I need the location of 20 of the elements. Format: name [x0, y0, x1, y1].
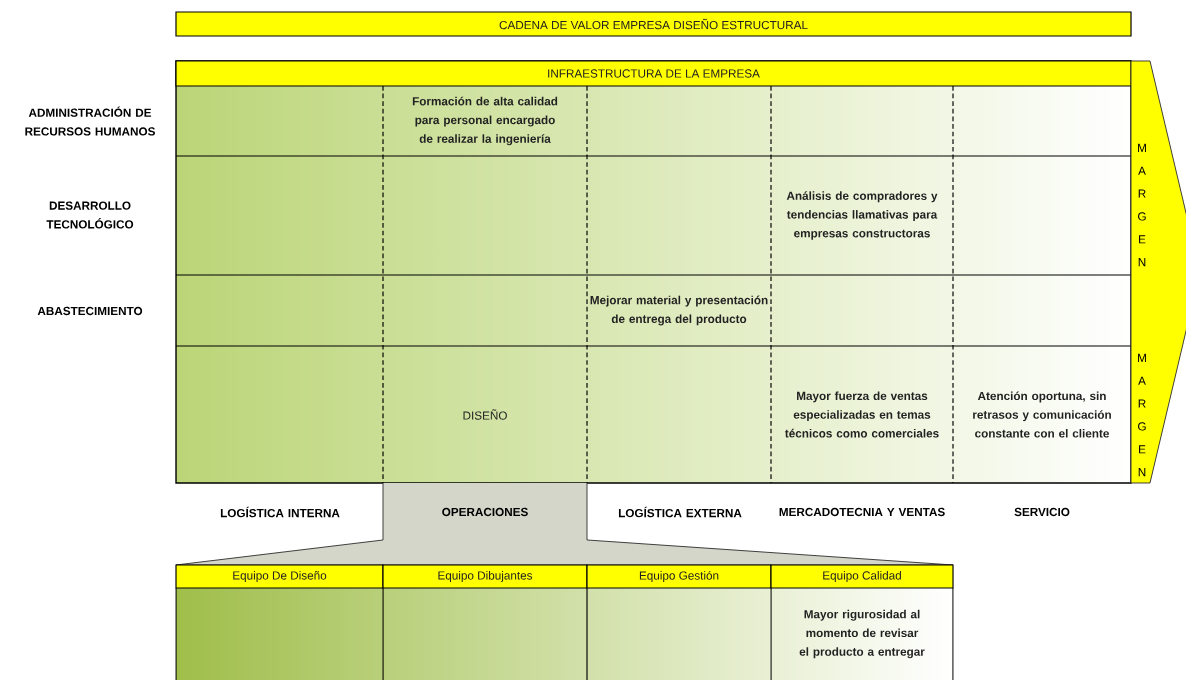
header-bar: Equipo Calidad: [770, 564, 954, 589]
axis-label: ADMINISTRACIÓN DE RECURSOS HUMANOS: [25, 106, 155, 136]
cell-text: Mayor fuerza de ventas especializadas en temas técnicos como comerciales: [785, 391, 939, 438]
axis-label: LOGÍSTICA INTERNA: [220, 506, 340, 518]
axis-label: LOGÍSTICA EXTERNA: [618, 506, 742, 518]
cell-text: Análisis de compradores y tendencias llamativas para empresas constructoras: [786, 191, 938, 240]
cell-text: Formación de alta calidad para personal encargado de realizar la ingeniería: [412, 96, 558, 146]
cell-text: DISEÑO: [463, 409, 507, 420]
header-bar: INFRAESTRUCTURA DE LA EMPRESA: [175, 60, 1132, 87]
header-bar: CADENA DE VALOR EMPRESA DISEÑO ESTRUCTURAL: [175, 11, 1132, 37]
axis-label: SERVICIO: [1014, 507, 1070, 517]
cell-text: Mayor rigurosidad al momento de revisar el producto a entregar: [799, 609, 925, 659]
header-bar: Equipo Gestión: [586, 564, 772, 589]
axis-label: DESARROLLO TECNOLÓGICO: [46, 201, 134, 229]
cell-text: Mejorar material y presentación de entrega del producto: [590, 295, 768, 326]
cell-text: Atención oportuna, sin retrasos y comunicación constante con el cliente: [973, 391, 1111, 438]
header-bar: Equipo Dibujantes: [382, 564, 588, 589]
header-bar: Equipo De Diseño: [175, 564, 384, 589]
axis-label: MERCADOTECNIA Y VENTAS: [779, 507, 945, 517]
axis-label: ABASTECIMIENTO: [37, 306, 143, 316]
